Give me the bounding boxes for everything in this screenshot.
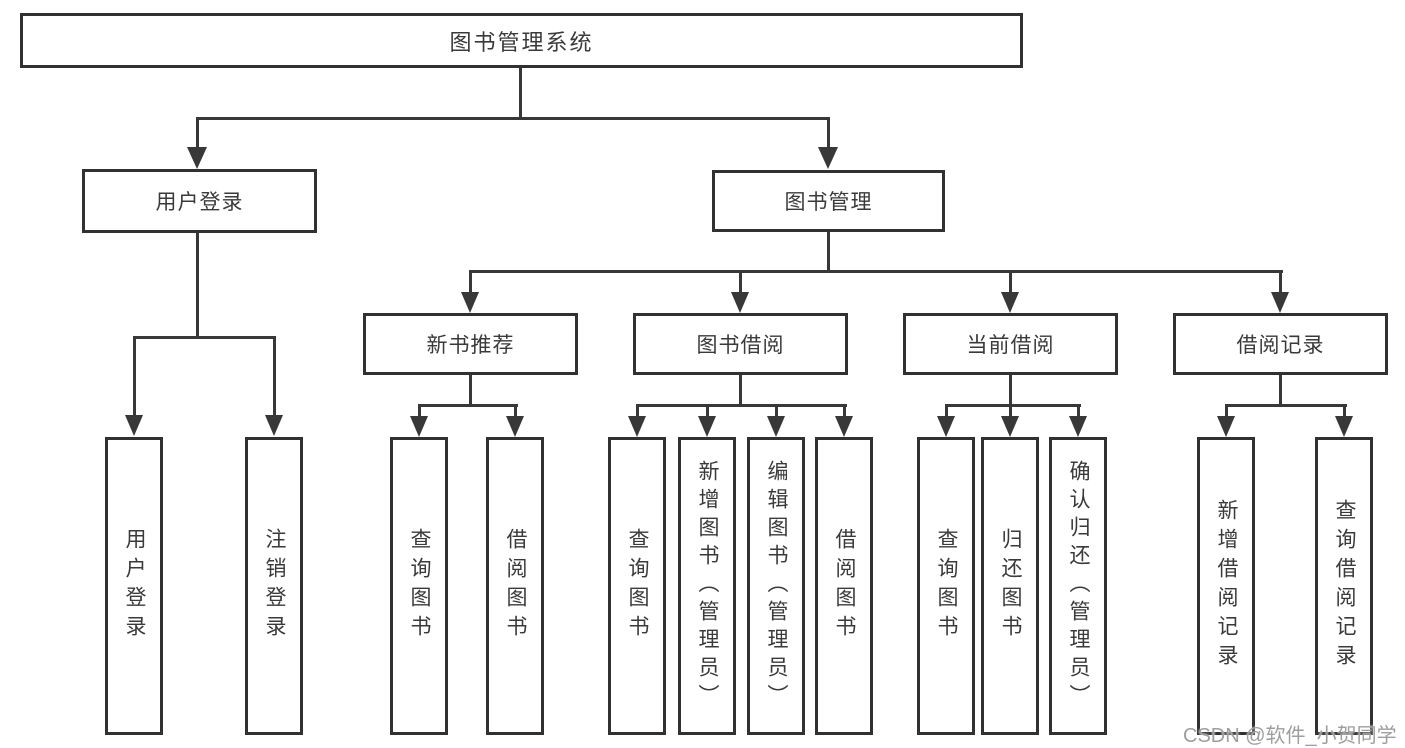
leaf-add-borrow-record: 新增借阅记录 bbox=[1197, 437, 1255, 735]
connector-line bbox=[133, 336, 276, 339]
arrowhead-down-icon bbox=[187, 147, 207, 169]
arrowhead-down-icon bbox=[1271, 292, 1289, 313]
csdn-watermark: CSDN @软件_小贺同学 bbox=[1183, 725, 1397, 747]
connector-line bbox=[775, 404, 778, 417]
leaf-user-login: 用户登录 bbox=[105, 437, 163, 735]
connector-line bbox=[418, 404, 421, 417]
connector-line bbox=[1009, 270, 1012, 294]
connector-line bbox=[1225, 404, 1347, 407]
leaf-query-borrow-record: 查询借阅记录 bbox=[1315, 437, 1373, 735]
connector-line bbox=[827, 117, 830, 148]
connector-line bbox=[843, 404, 846, 417]
connector-line bbox=[706, 404, 709, 417]
node-borrow-records: 借阅记录 bbox=[1173, 313, 1388, 375]
leaf-logout: 注销登录 bbox=[245, 437, 303, 735]
leaf-label: 注销登录 bbox=[263, 528, 287, 644]
arrowhead-down-icon bbox=[628, 416, 646, 437]
leaf-label: 查询图书 bbox=[935, 528, 959, 644]
node-library-system: 图书管理系统 bbox=[20, 13, 1023, 68]
connector-line bbox=[1279, 375, 1282, 406]
node-label: 当前借阅 bbox=[966, 334, 1055, 357]
connector-line bbox=[196, 117, 199, 148]
node-label: 借阅记录 bbox=[1236, 334, 1325, 357]
leaf-label: 查询图书 bbox=[626, 528, 650, 644]
leaf-return-book: 归还图书 bbox=[981, 437, 1039, 735]
leaf-label: 借阅图书 bbox=[833, 528, 857, 644]
connector-line bbox=[1009, 404, 1012, 417]
node-book-management: 图书管理 bbox=[712, 170, 945, 232]
node-label: 新书推荐 bbox=[426, 334, 515, 357]
leaf-label: 编辑图书（管理员） bbox=[765, 460, 789, 712]
node-book-borrow: 图书借阅 bbox=[633, 313, 848, 375]
connector-line bbox=[1343, 404, 1346, 417]
connector-line bbox=[636, 404, 847, 407]
leaf-borrow-book: 借阅图书 bbox=[815, 437, 873, 735]
arrowhead-down-icon bbox=[1217, 416, 1235, 437]
arrowhead-down-icon bbox=[506, 416, 524, 437]
leaf-label: 确认归还（管理员） bbox=[1067, 460, 1091, 712]
arrowhead-down-icon bbox=[1001, 292, 1019, 313]
node-new-book-recommend: 新书推荐 bbox=[363, 313, 578, 375]
connector-line bbox=[827, 232, 830, 272]
arrowhead-down-icon bbox=[937, 416, 955, 437]
arrowhead-down-icon bbox=[410, 416, 428, 437]
arrowhead-down-icon bbox=[1001, 416, 1019, 437]
leaf-query-book: 查询图书 bbox=[608, 437, 666, 735]
node-label: 用户登录 bbox=[155, 191, 244, 214]
leaf-label: 新增借阅记录 bbox=[1215, 499, 1239, 673]
arrowhead-down-icon bbox=[1069, 416, 1087, 437]
arrowhead-down-icon bbox=[767, 416, 785, 437]
connector-line bbox=[1009, 375, 1012, 406]
node-label: 图书借阅 bbox=[696, 334, 785, 357]
connector-line bbox=[469, 270, 472, 294]
connector-line bbox=[514, 404, 517, 417]
connector-line bbox=[469, 375, 472, 406]
arrowhead-down-icon bbox=[835, 416, 853, 437]
connector-line bbox=[519, 68, 522, 119]
node-label: 图书管理 bbox=[784, 191, 873, 214]
connector-line bbox=[133, 336, 136, 416]
connector-line bbox=[739, 375, 742, 406]
connector-line bbox=[945, 404, 948, 417]
connector-line bbox=[945, 404, 1081, 407]
connector-line bbox=[469, 270, 1283, 273]
leaf-label: 借阅图书 bbox=[504, 528, 528, 644]
leaf-label: 查询图书 bbox=[408, 528, 432, 644]
connector-line bbox=[196, 117, 830, 120]
arrowhead-down-icon bbox=[125, 415, 143, 436]
connector-line bbox=[273, 336, 276, 416]
connector-line bbox=[636, 404, 639, 417]
leaf-confirm-return-admin: 确认归还（管理员） bbox=[1049, 437, 1107, 735]
arrowhead-down-icon bbox=[818, 147, 838, 169]
connector-line bbox=[196, 233, 199, 338]
arrowhead-down-icon bbox=[265, 415, 283, 436]
arrowhead-down-icon bbox=[461, 292, 479, 313]
arrowhead-down-icon bbox=[698, 416, 716, 437]
leaf-borrow-book: 借阅图书 bbox=[486, 437, 544, 735]
connector-line bbox=[739, 270, 742, 294]
leaf-query-book: 查询图书 bbox=[917, 437, 975, 735]
connector-line bbox=[1279, 270, 1282, 294]
leaf-label: 归还图书 bbox=[999, 528, 1023, 644]
connector-line bbox=[1077, 404, 1080, 417]
leaf-add-book-admin: 新增图书（管理员） bbox=[678, 437, 736, 735]
connector-line bbox=[418, 404, 518, 407]
node-label: 图书管理系统 bbox=[449, 29, 594, 55]
leaf-label: 查询借阅记录 bbox=[1333, 499, 1357, 673]
arrowhead-down-icon bbox=[1335, 416, 1353, 437]
leaf-query-book: 查询图书 bbox=[390, 437, 448, 735]
node-user-login: 用户登录 bbox=[82, 169, 317, 233]
node-current-borrow: 当前借阅 bbox=[903, 313, 1118, 375]
leaf-edit-book-admin: 编辑图书（管理员） bbox=[747, 437, 805, 735]
leaf-label: 新增图书（管理员） bbox=[696, 460, 720, 712]
leaf-label: 用户登录 bbox=[123, 528, 147, 644]
arrowhead-down-icon bbox=[731, 292, 749, 313]
connector-line bbox=[1225, 404, 1228, 417]
